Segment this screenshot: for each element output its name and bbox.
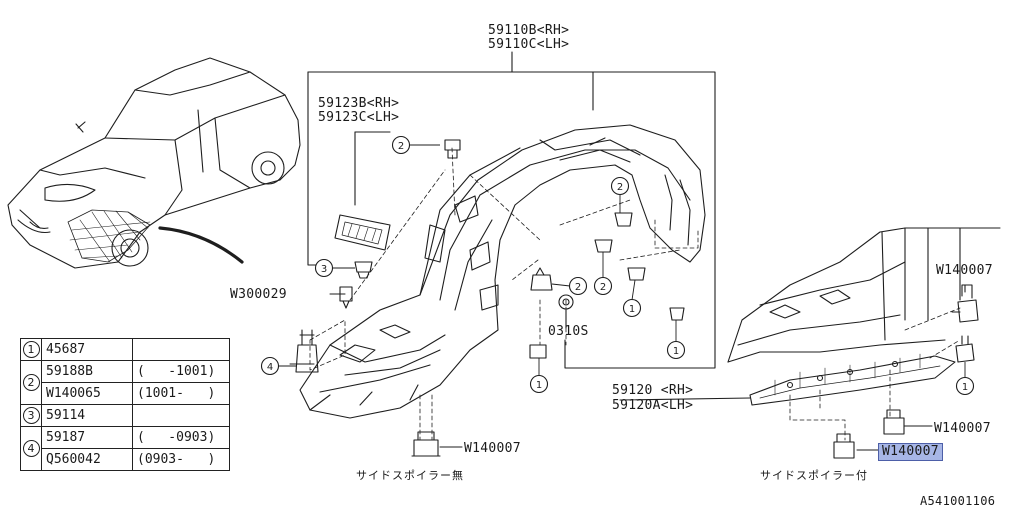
part-label-w140007-left: W140007: [464, 441, 521, 456]
legend-part-number[interactable]: 59188B: [41, 360, 133, 383]
legend-ref-cell: 3: [20, 404, 42, 427]
part-label-w140007-highlighted[interactable]: W140007: [878, 443, 943, 461]
callout-text: 4: [267, 362, 273, 373]
legend-range: (0903- ): [132, 448, 230, 471]
part-label-w300029: W300029: [230, 287, 287, 302]
side-spoiler-assembly: [727, 227, 1001, 459]
fender-liner-assembly: [299, 124, 706, 441]
caption-without-side-spoiler: サイドスポイラー無: [356, 469, 464, 482]
car-illustration: [7, 57, 301, 269]
legend-ref-cell: 1: [20, 338, 42, 361]
legend-part-number[interactable]: W140065: [41, 382, 133, 405]
part-label-59123-lh: 59123C<LH>: [318, 110, 400, 125]
part-label-w140007-top: W140007: [936, 263, 993, 278]
callout-text: 1: [536, 380, 542, 391]
legend-range: ( -0903): [132, 426, 230, 449]
legend-ref-number: 2: [22, 374, 40, 391]
parts-legend-table: 1 45687 2 59188B ( -1001) W140065 (1001-…: [20, 338, 230, 471]
legend-ref-number: 4: [22, 440, 40, 457]
figure-id: A541001106: [920, 494, 996, 508]
callout-text: 2: [398, 141, 404, 152]
legend-ref-cell: 2: [20, 360, 42, 405]
caption-with-side-spoiler: サイドスポイラー付: [760, 469, 868, 482]
callout-text: 2: [600, 282, 606, 293]
legend-row: 3 59114: [20, 404, 230, 427]
legend-row: Q560042 (0903- ): [21, 448, 230, 471]
car-pointer-arrow: [158, 226, 244, 264]
callout-text: 1: [673, 346, 679, 357]
legend-row: 4 59187 ( -0903): [20, 426, 230, 471]
callout-2-mid-b: [593, 276, 613, 296]
callout-text: 2: [575, 282, 581, 293]
legend-ref-number: 3: [22, 407, 40, 424]
part-label-w140007-mid: W140007: [934, 421, 991, 436]
legend-range: (1001- ): [132, 382, 230, 405]
legend-part-number[interactable]: 59114: [41, 404, 133, 427]
legend-ref-number: 1: [22, 341, 40, 358]
legend-range: [132, 404, 230, 427]
legend-range: [132, 338, 230, 361]
callout-text: 1: [629, 304, 635, 315]
legend-part-number[interactable]: 59187: [41, 426, 133, 449]
callout-text: 2: [617, 182, 623, 193]
legend-row: W140065 (1001- ): [21, 382, 230, 405]
callout-text: 3: [321, 264, 327, 275]
legend-row: 1 45687: [20, 338, 230, 361]
part-label-59110-lh: 59110C<LH>: [488, 37, 570, 52]
legend-ref-cell: 4: [20, 426, 42, 471]
part-label-0310s: 0310S: [548, 324, 589, 339]
fastener-drawings: [295, 139, 685, 457]
legend-range: ( -1001): [132, 360, 230, 383]
front-liner-piece: [334, 214, 391, 251]
legend-part-number[interactable]: 45687: [41, 338, 133, 361]
part-label-59120-rh: 59120 <RH>: [612, 383, 694, 398]
legend-row: 2 59188B ( -1001): [20, 360, 230, 405]
part-label-59120-lh: 59120A<LH>: [612, 398, 694, 413]
part-label-59110-rh: 59110B<RH>: [488, 23, 570, 38]
callout-text: 1: [962, 382, 968, 393]
legend-part-number[interactable]: Q560042: [41, 448, 133, 471]
part-label-59123-rh: 59123B<RH>: [318, 96, 400, 111]
